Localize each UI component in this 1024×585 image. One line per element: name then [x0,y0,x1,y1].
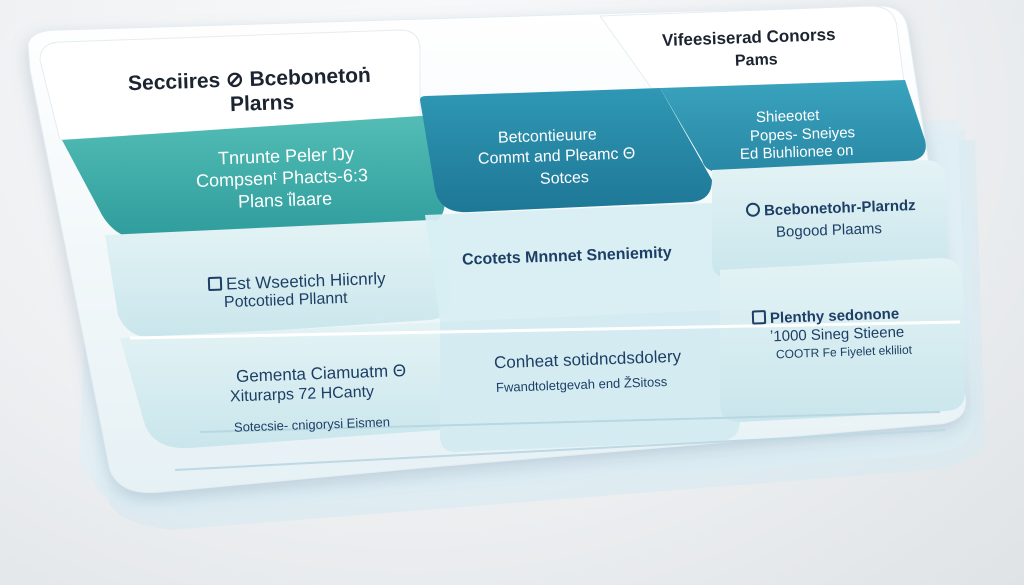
col1-header-line2: Plarns [229,90,295,117]
col2-row2-strip [440,310,740,452]
col1-header-card [39,29,421,141]
col2-band-line3: Sotces [539,169,590,188]
row-divider-2 [199,411,941,433]
square-bullet-icon [751,310,767,325]
row-divider-3 [174,429,946,471]
col3-row1-sub: Bogood Plaams [775,220,883,241]
col1-band-line3: Plans ΐlaare [237,188,333,212]
col3-band-line1: Shieeotet [755,106,820,127]
col3-header-line2: Pams [734,51,778,70]
col3-row2-strip [720,258,966,422]
square-bullet-icon [207,276,223,291]
col1-row1-strip [105,220,450,339]
col3-row1-strip [712,160,948,278]
col1-row2-strip [120,322,462,449]
col2-row1-strip [425,203,732,322]
col2-blue-band [420,88,712,213]
col2-band-line1: Betcontieuure [497,126,597,147]
circle-bullet-icon [745,202,761,217]
col1-teal-band [62,115,445,241]
col3-blue-band [660,80,926,172]
row-divider-1 [129,320,961,340]
col3-header-card [599,5,906,101]
